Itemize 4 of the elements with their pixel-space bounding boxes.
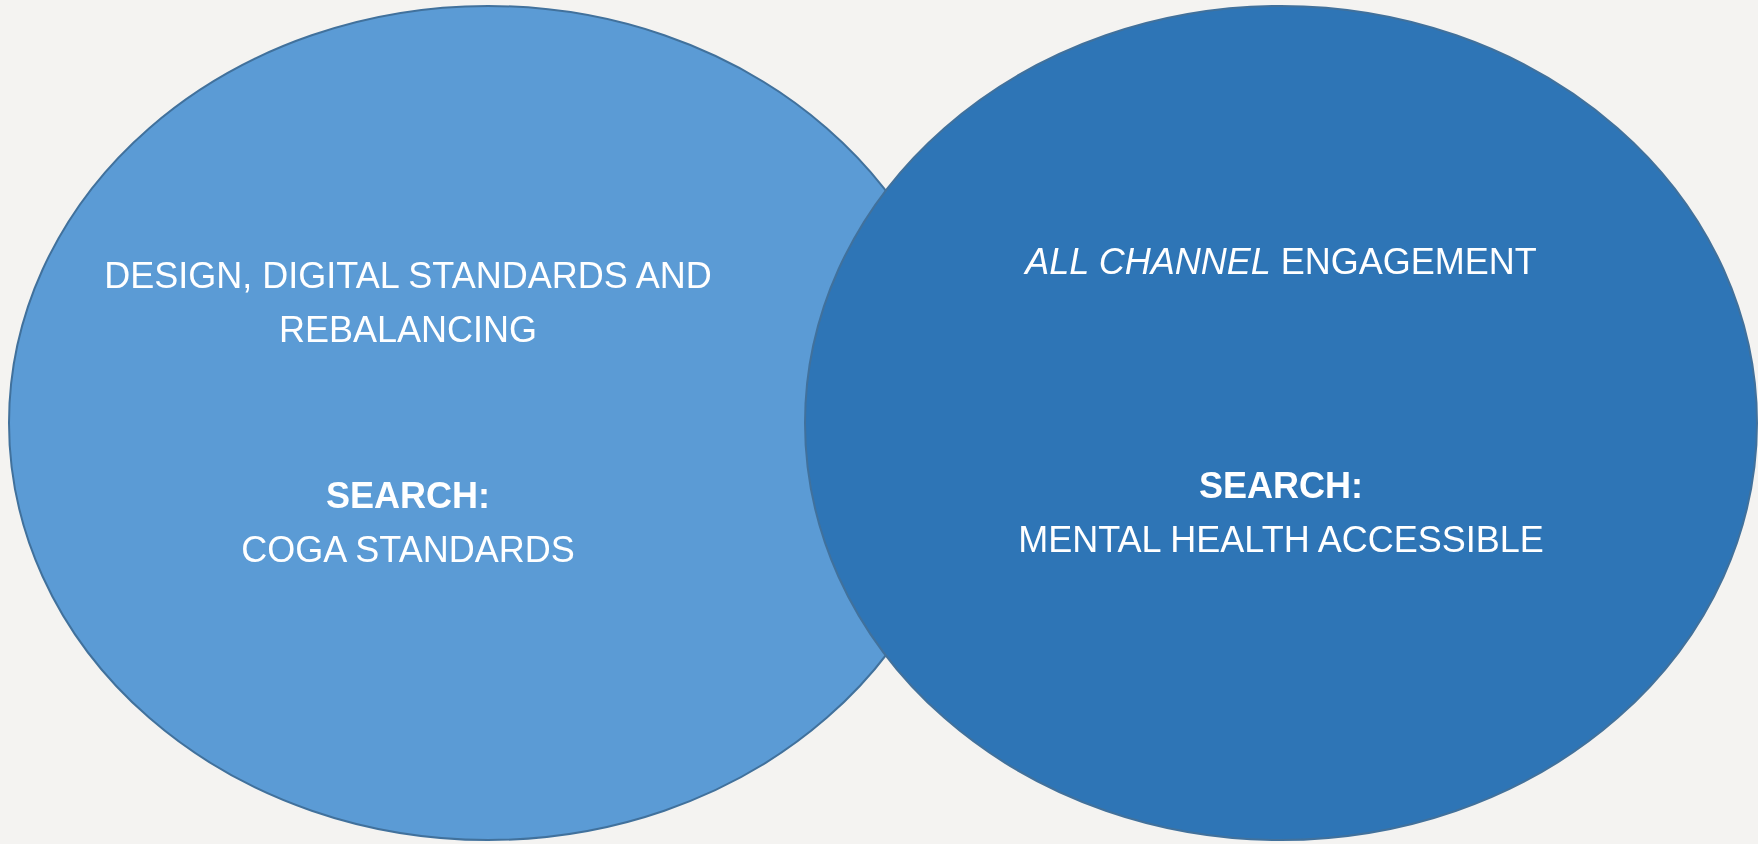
heading-text: DESIGN, DIGITAL STANDARDS AND REBALANCING	[103, 254, 713, 352]
body-text: SEARCH: MENTAL HEALTH ACCESSIBLE	[1017, 464, 1545, 562]
body-text: SEARCH: COGA STANDARDS	[240, 474, 576, 572]
heading-text: ALL CHANNEL ENGAGEMENT	[1022, 240, 1538, 284]
